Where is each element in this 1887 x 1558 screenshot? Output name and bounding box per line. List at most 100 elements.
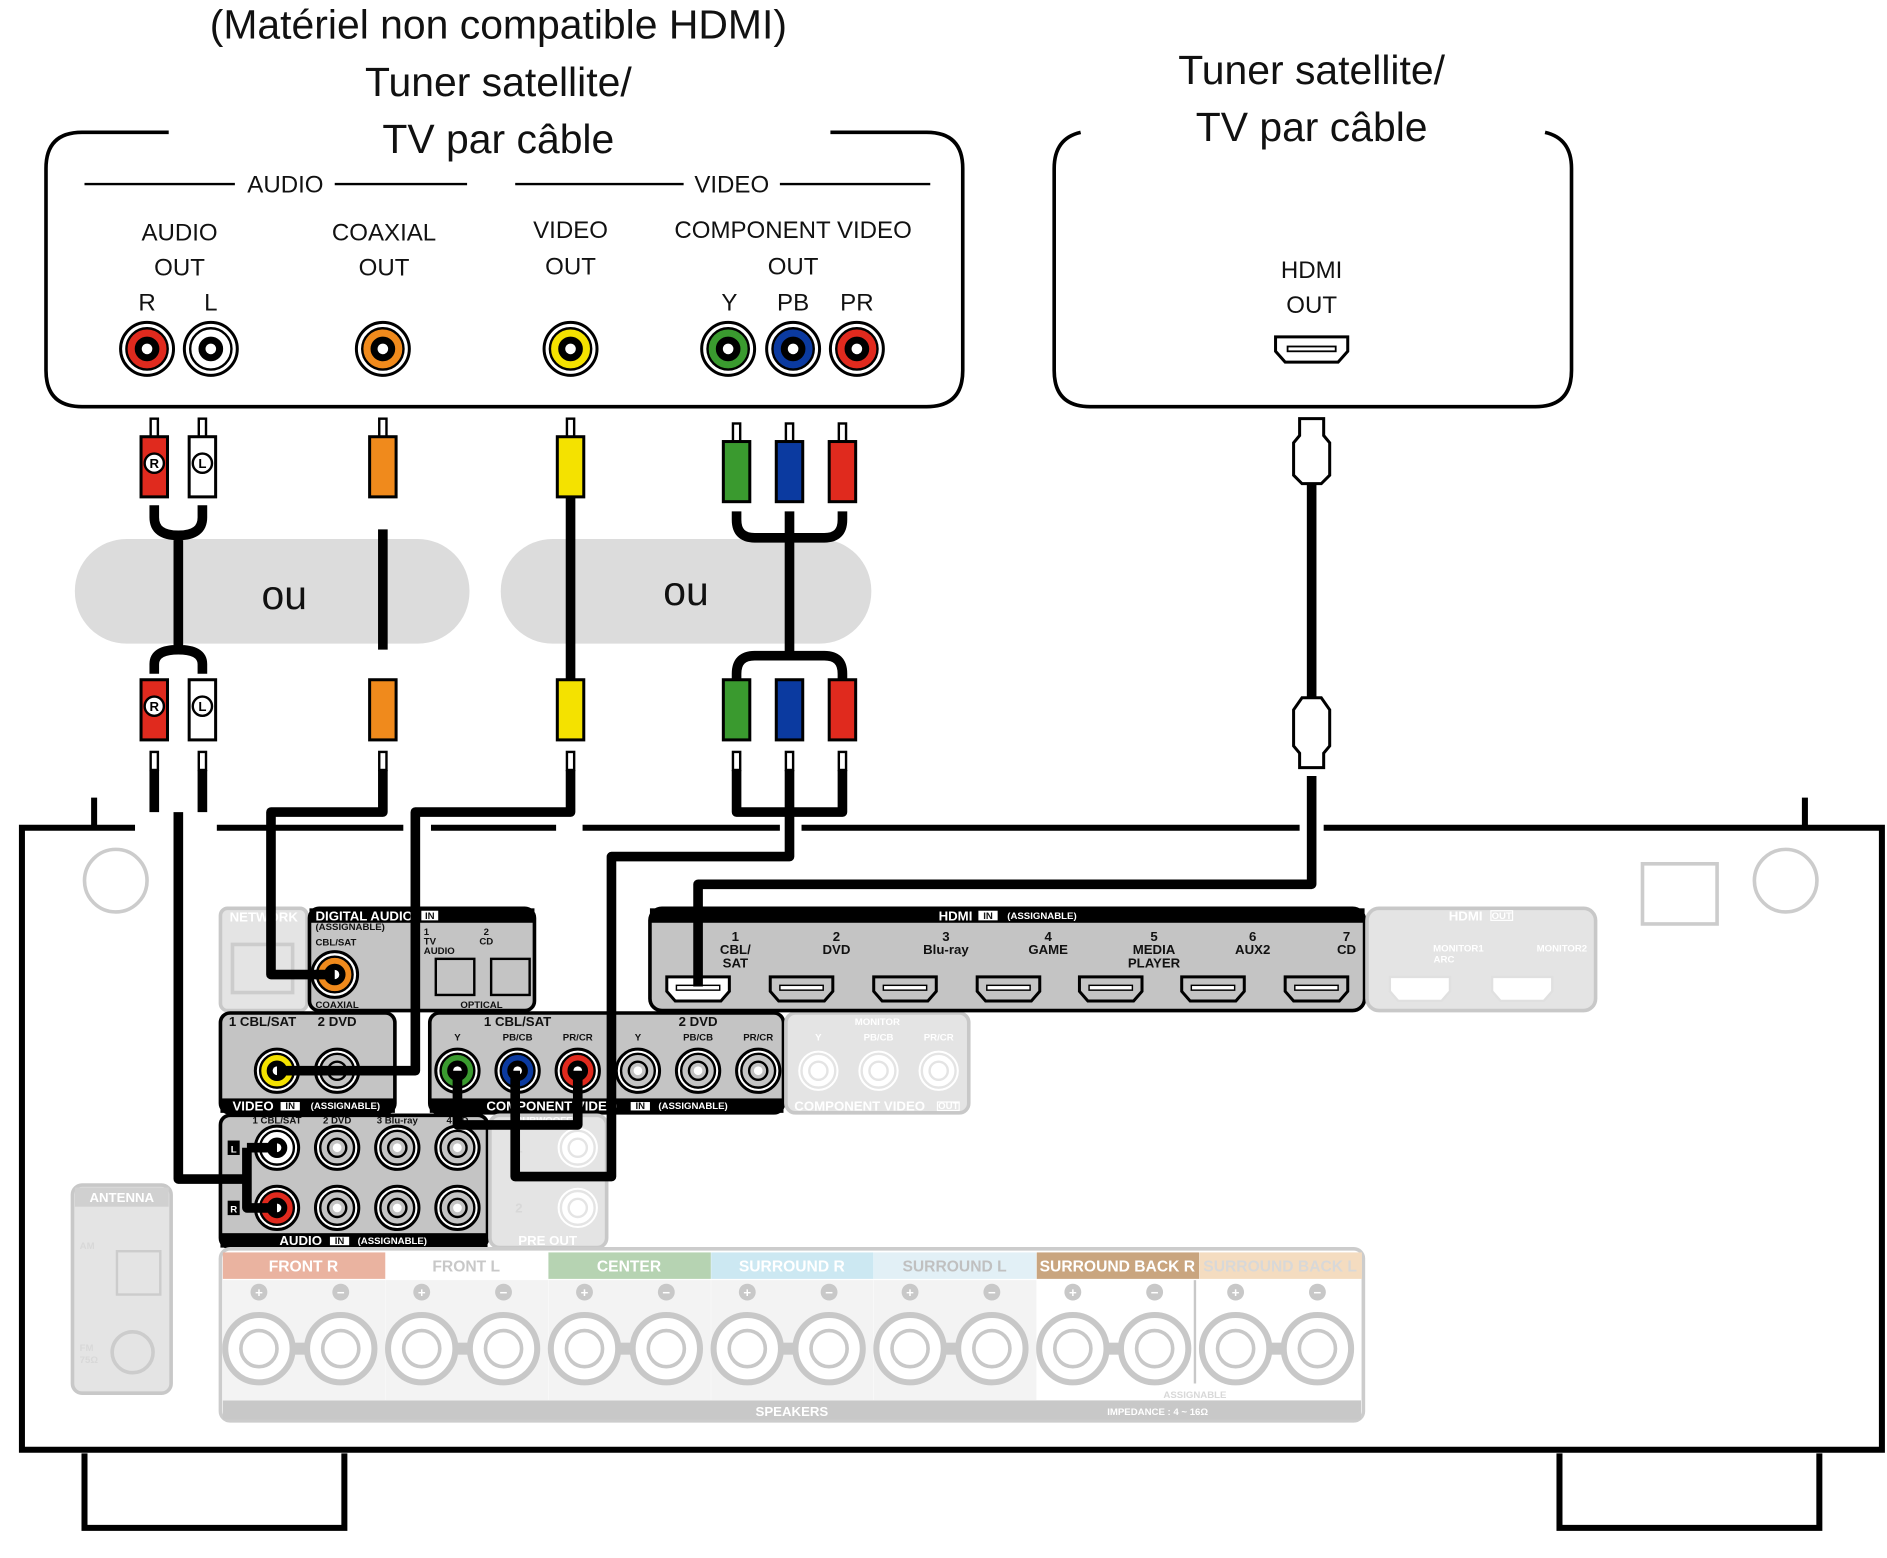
network-panel: [218, 906, 309, 1013]
jack-center: [868, 1060, 889, 1082]
in-badge: [421, 910, 439, 921]
audio-in-r-jack[interactable]: [374, 1184, 421, 1232]
component-pr-jack[interactable]: [828, 320, 885, 377]
hdmi-port-label: PLAYER: [1128, 955, 1181, 970]
channel-label-l: L: [204, 289, 217, 316]
minus-icon: [332, 1283, 350, 1301]
hdmi-monitor2-port[interactable]: [1490, 975, 1554, 1003]
speaker-terminal[interactable]: [873, 1311, 947, 1386]
jack-pin: [633, 1066, 643, 1076]
minus-icon: [495, 1283, 512, 1301]
component-in-jack[interactable]: [674, 1047, 722, 1094]
speaker-terminal[interactable]: [304, 1311, 378, 1386]
component-in-jack[interactable]: [735, 1047, 782, 1094]
component-out-channel-label: PB/CB: [864, 1033, 894, 1044]
audio-plug: R: [139, 417, 170, 499]
audio-cable: [149, 505, 208, 674]
coaxial-out-jack[interactable]: [354, 320, 411, 377]
jack-pin: [332, 1143, 342, 1153]
optical-1-label: TV: [424, 936, 437, 947]
optical-2-label: CD: [479, 936, 493, 947]
audio-out-l-jack[interactable]: [182, 320, 239, 377]
component-label-pb: PB: [777, 289, 809, 316]
hdmi-out-port[interactable]: [1274, 335, 1350, 364]
speaker-terminal[interactable]: [1198, 1311, 1273, 1386]
speaker-terminal[interactable]: [1117, 1311, 1192, 1386]
audio-out-r-jack[interactable]: [119, 320, 176, 377]
plug-label-badge: [191, 695, 214, 718]
speaker-terminal[interactable]: [385, 1311, 459, 1386]
speaker-terminal[interactable]: [629, 1311, 704, 1386]
screw-hole: [1752, 847, 1819, 914]
in-badge-text: IN: [983, 911, 993, 922]
audio-cable: [149, 769, 277, 1213]
terminal-center: [972, 1328, 1012, 1369]
speaker-terminal[interactable]: [955, 1311, 1029, 1386]
terminal-center: [727, 1328, 768, 1369]
component-plug: [827, 678, 858, 772]
jack-pin: [693, 1066, 703, 1076]
speaker-terminal[interactable]: [547, 1311, 622, 1386]
audio-in-l-jack[interactable]: [313, 1124, 361, 1171]
component-input-label: 2 DVD: [679, 1014, 718, 1029]
plus-icon: [1064, 1283, 1082, 1301]
audio-in-r-jack[interactable]: [313, 1184, 361, 1232]
component-channel-label: PB/CB: [683, 1033, 713, 1044]
speaker-terminal[interactable]: [466, 1311, 541, 1386]
optical-port-1[interactable]: [434, 957, 476, 997]
speaker-terminal[interactable]: [222, 1311, 296, 1386]
subwoofer-2-jack[interactable]: [554, 1184, 601, 1232]
component-y-jack[interactable]: [700, 320, 757, 377]
out-badge: [936, 1101, 960, 1112]
jack-center: [808, 1060, 829, 1082]
hdmi-port-number: 4: [1044, 929, 1052, 944]
terminal-center: [1215, 1328, 1256, 1369]
left-title-line2: Tuner satellite/: [365, 59, 632, 105]
hdmi-plug: [1292, 696, 1332, 770]
audio-in-r-jack[interactable]: [434, 1184, 481, 1232]
plug-tip: [837, 422, 848, 443]
audio-in-l-jack[interactable]: [434, 1124, 481, 1171]
speaker-terminal[interactable]: [1036, 1311, 1110, 1386]
subwoofer-1-jack[interactable]: [554, 1124, 601, 1171]
optical-port-2[interactable]: [489, 957, 531, 997]
am-terminal[interactable]: [115, 1250, 162, 1296]
audio-in-l-jack[interactable]: [374, 1124, 421, 1171]
component-out-jack[interactable]: [855, 1047, 902, 1094]
hdmi-port-number: 1: [732, 929, 739, 944]
component-pb-jack[interactable]: [765, 320, 822, 377]
minus-icon: −: [337, 1285, 345, 1300]
speaker-channel-header: [1036, 1252, 1200, 1279]
speaker-terminal[interactable]: [1280, 1311, 1355, 1386]
component-out-jack[interactable]: [915, 1047, 962, 1094]
plug-label-badge: [191, 452, 214, 475]
channel-badge: [227, 1140, 240, 1155]
minus-icon: −: [1314, 1285, 1322, 1300]
ac-inlet-icon: [1640, 862, 1719, 926]
audio-input-label: 1 CBL/SAT: [253, 1116, 302, 1127]
terminal-bridge: [1106, 1342, 1121, 1355]
ethernet-port[interactable]: [230, 942, 295, 995]
right-title-line1: Tuner satellite/: [1178, 47, 1445, 93]
speaker-terminal[interactable]: [710, 1311, 784, 1386]
video-out-jack[interactable]: [542, 320, 599, 377]
fm-terminal[interactable]: [110, 1330, 155, 1375]
hdmi-port-label: SAT: [723, 955, 748, 970]
plug-label: R: [150, 456, 160, 471]
minus-icon: −: [825, 1285, 833, 1300]
audio-out-label: AUDIO: [141, 220, 217, 247]
plug-label: L: [198, 699, 206, 714]
component-in-jack[interactable]: [614, 1047, 662, 1094]
hdmi-port-number: 6: [1249, 929, 1256, 944]
plus-icon: +: [906, 1285, 914, 1300]
terminal-bridge: [780, 1342, 796, 1355]
component-out-jack[interactable]: [795, 1047, 842, 1094]
plug-label: L: [198, 456, 206, 471]
jack-pin: [787, 343, 799, 355]
speaker-terminal[interactable]: [792, 1311, 866, 1386]
component-channel-label: Y: [635, 1033, 642, 1044]
channel-label: L: [231, 1145, 237, 1156]
audio-out-label: OUT: [154, 255, 205, 282]
hdmi-monitor1-port[interactable]: [1388, 975, 1452, 1003]
